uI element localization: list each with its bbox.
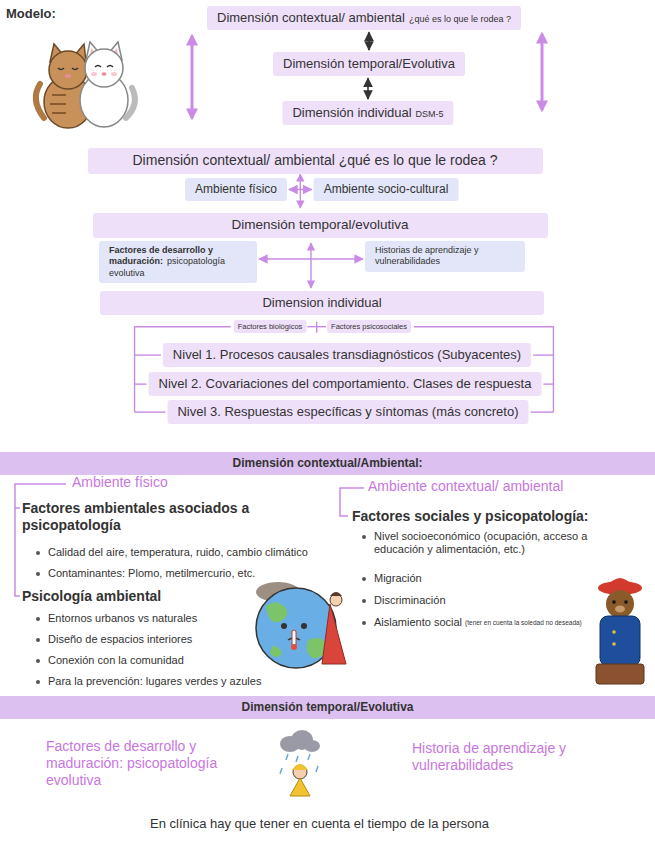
subsection-title: Factores de desarrollo y maduración: psi… [46,738,236,788]
bullet-dot [36,638,40,642]
subsection-title: Historia de aprendizaje y vulnerabilidad… [412,740,602,774]
connector-arrow [367,78,369,99]
side-arrow [541,34,544,110]
dimension-box: Dimensión contextual/ ambiental ¿qué es l… [207,6,521,30]
bullet-dot [36,572,40,576]
subsection-title: Ambiente físico [72,474,168,491]
connector-arrow [368,32,370,50]
bullet-dot [362,599,366,603]
node-text: Dimensión individual [292,105,411,120]
bullet-dot [36,617,40,621]
section-bracket [15,484,364,596]
small-note: (tener en cuenta la soledad no deseada) [465,619,582,627]
bullet-item: Migración [374,572,422,585]
factor-box: Historias de aprendizaje y vulnerabilida… [365,241,525,272]
cross-stroke [310,243,311,288]
bullet-item: Nivel socioeconómico (ocupación, acceso … [374,530,636,556]
topic-heading: Psicología ambiental [22,588,161,605]
node-text: DSM-5 [416,109,444,119]
section-band: Dimensión temporal/evolutiva [93,213,548,238]
node-text: Dimensión contextual/ ambiental ¿qué es … [133,152,498,168]
bullet-item: Aislamiento social [374,616,462,629]
node-text: Ambiente socio-cultural [324,182,449,196]
bullet-dot [362,621,366,625]
node-text: Factores biológicos [238,322,303,331]
bear-illustration [596,578,644,684]
node-text: Historias de aprendizaje y vulnerabilida… [375,245,479,266]
node-text: Dimensión contextual/ ambiental [217,10,405,25]
bullet-item: Conexión con la comunidad [48,654,184,667]
section-band: Dimension individual [100,291,544,315]
bullet-item: Diseño de espacios interiores [48,633,192,646]
node-text: Factores psicosociales [331,322,407,331]
factor-box: Ambiente socio-cultural [314,178,459,201]
closing-note: En clínica hay que tener en cuenta el ti… [150,816,489,832]
node-text: ¿qué es lo que le rodea ? [409,14,511,24]
topic-heading: Factores ambientales asociados a psicopa… [22,500,252,534]
node-text: Nivel 3. Respuestas específicas y síntom… [177,404,518,419]
bullet-dot [362,577,366,581]
level-box: Nivel 3. Respuestas específicas y síntom… [167,400,528,424]
section-header-band: Dimensión contextual/Ambiental: [0,452,655,475]
node-text: Dimensión temporal/evolutiva [231,217,408,232]
bullet-item: Para la prevención: lugares verdes y azu… [48,675,261,688]
bullet-dot [36,659,40,663]
topic-heading: Factores sociales y psicopatología: [352,508,589,525]
section-header-band: Dimensión temporal/Evolutiva [0,696,655,719]
model-label: Modelo: [6,6,56,22]
factor-box: Ambiente físico [185,178,287,201]
earth-illustration [256,582,346,668]
factor-tag: Factores biológicos [234,320,307,333]
level-bracket [135,322,554,412]
node-text: Ambiente físico [195,182,277,196]
factor-tag: Factores psicosociales [327,320,411,333]
level-box: Nivel 1. Procesos causales transdiagnóst… [163,343,531,367]
factor-box: Factores de desarrollo y maduración:psic… [99,241,257,283]
cross-stroke [300,174,301,208]
bullet-item: Contaminantes: Plomo, metilmercurio, etc… [48,567,255,580]
node-text: Dimensión temporal/Evolutiva [283,56,455,71]
node-text: Nivel 2. Covariaciones del comportamient… [159,376,532,391]
subsection-title: Ambiente contextual/ ambiental [368,478,563,495]
node-text: Dimensión contextual/Ambiental: [232,456,422,470]
dimension-box: Dimensión temporal/Evolutiva [273,52,465,76]
rain-girl-illustration [280,730,320,796]
bullet-dot [362,535,366,539]
node-text: Dimensión temporal/Evolutiva [241,700,413,714]
bullet-item: Entornos urbanos vs naturales [48,612,197,625]
bullet-item: Calidad del aire, temperatura, ruido, ca… [48,546,308,559]
bullet-item: Discriminación [374,594,446,607]
side-arrow [191,36,194,118]
bullet-dot [36,680,40,684]
node-text: Dimension individual [262,295,381,310]
bullet-dot [36,551,40,555]
level-box: Nivel 2. Covariaciones del comportamient… [149,372,542,396]
cats-illustration [36,42,135,128]
section-band: Dimensión contextual/ ambiental ¿qué es … [88,148,543,174]
dimension-box: Dimensión individual DSM-5 [282,101,453,125]
node-text: Nivel 1. Procesos causales transdiagnóst… [173,347,521,362]
